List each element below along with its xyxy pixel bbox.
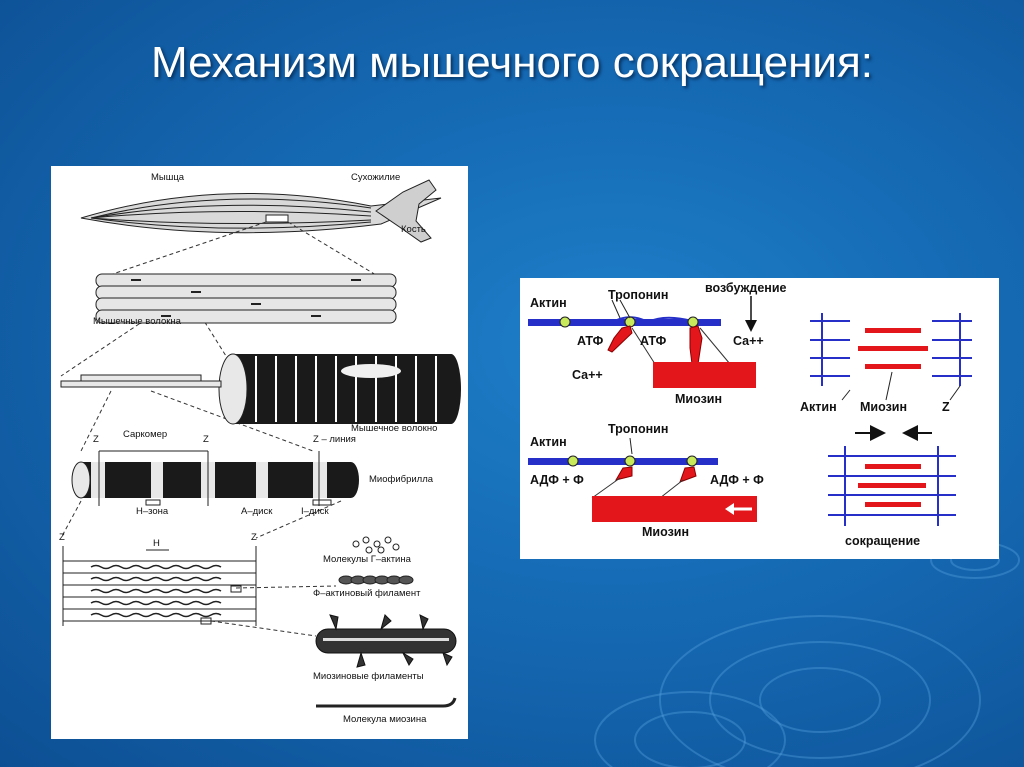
label-atf-2: АТФ [640,334,667,348]
label-z-2: Z [203,434,209,445]
actin-filament-bottom [528,458,718,465]
troponin-site-4 [567,455,579,467]
myosin-filament-top [653,362,756,388]
label-a-disk: А–диск [241,506,273,517]
label-adf-left: АДФ + Ф [530,473,584,487]
contraction-mechanism-diagram: Актин Тропонин возбуждение АТФ АТФ Са++ … [520,278,999,559]
slide-arrow-icon [725,503,734,515]
muscle-fiber-bundle [95,273,397,324]
label-myosin-top: Миозин [675,392,723,406]
label-h-zone: Н–зона [136,506,169,517]
muscle-drawing [80,193,442,234]
working-stroke-state [528,437,757,522]
sarcomere-filaments [62,546,257,626]
sarcomere-contracted [828,446,956,526]
g-actin-molecules [352,536,400,554]
label-z-3: Z [59,532,65,543]
label-z-1: Z [93,434,99,445]
label-ca-left: Са++ [572,368,603,382]
troponin-site-3 [687,316,699,328]
sarcomere-relaxed [810,313,972,401]
label-myosin-bottom: Миозин [642,525,690,539]
label-z-line: Z – линия [313,434,356,445]
label-sarcomere: Саркомер [123,429,168,440]
label-bone: Кость [401,224,426,235]
label-myofibril: Миофибрилла [369,474,434,485]
label-muscle: Мышца [151,172,185,183]
muscle-structure-drawing [60,179,461,708]
myosin-molecule-drawing [316,697,457,708]
label-excitation: возбуждение [705,281,787,295]
label-actin-top: Актин [530,296,567,310]
contraction-mechanism-drawing [528,296,972,526]
label-actin-bottom: Актин [530,435,567,449]
label-actin-legend: Актин [800,400,837,414]
troponin-site-6 [686,455,698,467]
slide-title: Механизм мышечного сокращения: [150,38,874,87]
troponin-site-1 [559,316,571,328]
muscle-fiber-cylinder [60,353,461,425]
bone-drawing [375,179,437,243]
label-muscle-fibers: Мышечные волокна [93,316,181,327]
actin-filament-top [528,319,721,326]
label-atf-1: АТФ [577,334,604,348]
label-myosin-legend: Миозин [860,400,908,414]
label-muscle-fiber: Мышечное волокно [351,423,438,434]
label-h: Н [153,538,160,549]
f-actin-filament [338,575,414,585]
label-tendon: Сухожилие [351,172,401,183]
troponin-site-5 [624,455,636,467]
muscle-structure-diagram: Мышца Сухожилие Кость Мышечные волокна М… [51,166,468,739]
label-myosin-filaments: Миозиновые филаменты [313,671,424,682]
label-g-actin: Молекулы Г–актина [323,554,411,565]
label-myosin-molecule: Молекула миозина [343,714,427,725]
label-ca-right: Са++ [733,334,764,348]
label-adf-right: АДФ + Ф [710,473,764,487]
label-f-actin: Ф–актиновый филамент [313,588,421,599]
relaxed-state [528,296,757,388]
label-troponin-bottom: Тропонин [608,422,669,436]
label-contraction: сокращение [845,534,921,548]
label-z-4: Z [251,532,257,543]
label-z-legend: Z [942,400,950,414]
label-i-disk: I–диск [301,506,329,517]
myofibril-drawing [71,450,359,506]
label-troponin-top: Тропонин [608,288,669,302]
